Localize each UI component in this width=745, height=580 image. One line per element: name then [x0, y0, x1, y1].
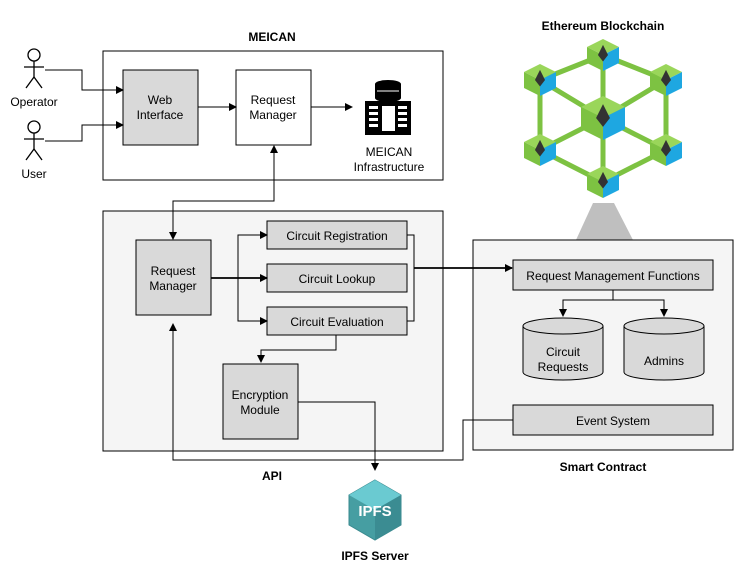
infrastructure-label-1: MEICAN — [366, 145, 413, 159]
smart-contract-title: Smart Contract — [560, 460, 647, 474]
meican-request-manager-label-1: Request — [251, 93, 296, 107]
web-interface-label-2: Interface — [137, 108, 184, 122]
circuit-registration-box — [266, 220, 408, 250]
meican-request-manager-label-2: Manager — [249, 108, 296, 122]
bidirectional-arrowhead-bottom — [169, 232, 177, 240]
circuit-evaluation-box — [266, 306, 408, 336]
web-interface-box — [122, 69, 199, 146]
ipfs-logo-icon: IPFS — [348, 479, 402, 541]
functions-to-admins-arrow — [613, 299, 668, 317]
ethereum-node-icon — [587, 166, 619, 198]
circuit-requests-label-2: Requests — [538, 360, 589, 374]
event-system-label: Event System — [576, 414, 650, 428]
request-manager-to-registration-arrow — [237, 231, 268, 278]
connectors — [45, 69, 668, 471]
encryption-module-label-1: Encryption — [232, 388, 289, 402]
ethereum-blockchain-title: Ethereum Blockchain — [542, 19, 665, 33]
ethereum-node-icon — [587, 39, 619, 71]
request-manager-to-evaluation-arrow — [237, 278, 268, 325]
ipfs-server-title: IPFS Server — [341, 549, 409, 563]
encryption-to-ipfs-arrow — [298, 401, 379, 471]
meican-api-bidirectional-link — [172, 153, 275, 232]
request-management-functions-box — [512, 259, 714, 291]
api-title: API — [262, 469, 282, 483]
api-request-manager-box — [135, 239, 212, 316]
ethereum-node-icon — [650, 64, 682, 96]
ethereum-node-icon — [524, 64, 556, 96]
api-request-manager-label-2: Manager — [149, 279, 196, 293]
operator-actor-icon — [24, 48, 44, 89]
operator-label: Operator — [10, 95, 57, 109]
functions-to-circuit-requests-arrow — [559, 290, 614, 317]
circuit-requests-label-1: Circuit — [546, 345, 581, 359]
circuit-lookup-label: Circuit Lookup — [299, 272, 376, 286]
ethereum-blockchain-nodes — [524, 39, 682, 198]
infrastructure-label-2: Infrastructure — [354, 160, 425, 174]
meican-title: MEICAN — [248, 30, 295, 44]
ethereum-node-icon — [524, 134, 556, 166]
bidirectional-arrowhead-top — [270, 145, 278, 153]
circuit-evaluation-label: Circuit Evaluation — [290, 315, 383, 329]
operator-to-web-interface-arrow — [45, 69, 124, 94]
evaluation-to-encryption-arrow — [257, 335, 337, 363]
circuit-lookup-box — [266, 263, 408, 293]
encryption-module-box — [222, 363, 299, 440]
event-system-to-request-manager-arrow — [169, 323, 513, 461]
circuit-requests-database — [522, 317, 604, 381]
ipfs-logo-text: IPFS — [358, 503, 391, 520]
admins-database — [623, 317, 705, 381]
ethereum-node-icon — [581, 96, 625, 140]
encryption-module-label-2: Module — [240, 403, 280, 417]
blockchain-connector-shape — [576, 203, 633, 240]
user-actor-icon — [24, 120, 44, 161]
meican-request-manager-box — [235, 69, 312, 146]
circuits-bracket — [407, 234, 415, 322]
user-to-web-interface-arrow — [45, 121, 124, 142]
request-management-functions-label: Request Management Functions — [526, 269, 699, 283]
web-interface-label-1: Web — [148, 93, 173, 107]
event-system-box — [512, 404, 714, 436]
user-label: User — [21, 167, 46, 181]
admins-label: Admins — [644, 354, 684, 368]
circuit-registration-label: Circuit Registration — [286, 229, 387, 243]
api-request-manager-label-1: Request — [151, 264, 196, 278]
server-stack-icon — [365, 80, 411, 135]
ethereum-node-icon — [650, 134, 682, 166]
